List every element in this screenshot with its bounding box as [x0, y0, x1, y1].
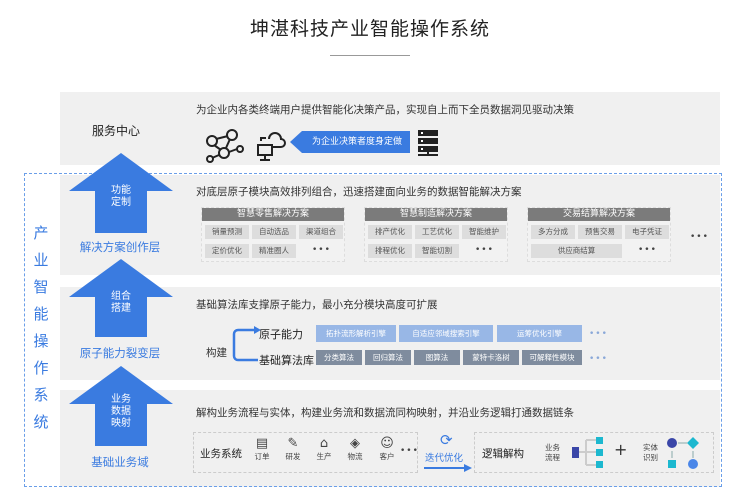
atomic-chip: 拓扑流形解析引擎 [316, 325, 396, 342]
logic-label: 逻辑解构 [482, 448, 524, 460]
os-boundary [24, 173, 722, 487]
more-biz: ••• [400, 446, 419, 456]
algorithm-chip: 图算法 [414, 350, 460, 365]
customer-icon: ☺ [380, 436, 394, 451]
solution-card-settlement: 交易结算解决方案 多方分成 预售交易 电子凭证 供应商结算 ••• [527, 207, 671, 262]
box-icon: ◈ [350, 436, 360, 451]
algorithm-chip: 回归算法 [365, 350, 411, 365]
refresh-icon: ⟳ [440, 431, 453, 449]
atomic-layer-label: 原子能力裂变层 [79, 346, 161, 360]
biz-items: ▤订单 ✎研发 ⌂生产 ◈物流 ☺客户 [251, 436, 411, 468]
build-bracket-arrow [232, 326, 261, 362]
base-panel [60, 390, 720, 487]
atomic-desc: 基础算法库支撑原子能力，最小充分模块高度可扩展 [196, 299, 438, 311]
server-icon [418, 130, 438, 156]
solution-layer-label: 解决方案创作层 [79, 240, 161, 254]
base-desc: 解构业务流程与实体，构建业务流和数据流同构映射，并沿业务逻辑打通数据链条 [196, 407, 574, 419]
algorithm-lib-label: 基础算法库 [259, 354, 314, 367]
iterate-label: 迭代优化 [425, 453, 464, 464]
network-people-icon [206, 129, 244, 163]
algorithm-chip: 蒙特卡洛树 [463, 350, 519, 365]
page-title: 坤湛科技产业智能操作系统 [249, 18, 490, 40]
arrow-data-mapping: 业务数据映射 [67, 366, 175, 446]
title-underline [330, 55, 410, 56]
build-label: 构建 [206, 347, 227, 359]
atomic-chip: 运筹优化引擎 [497, 325, 582, 342]
vertical-title: 产业智能操作系统 [33, 224, 49, 431]
entity-diagram-icon [667, 437, 699, 469]
more-solutions: ••• [690, 232, 709, 242]
solution-card-manufacturing: 智慧制造解决方案 排产优化 工艺优化 智能维护 排程优化 智能切割 ••• [364, 207, 508, 262]
atomic-chip: 自适应邻域搜索引擎 [399, 325, 493, 342]
logic-box [474, 432, 714, 473]
factory-icon: ⌂ [319, 436, 329, 451]
biz-system-label: 业务系统 [200, 448, 242, 460]
order-icon: ▤ [255, 436, 269, 451]
more-atomic: ••• [589, 329, 608, 339]
biz-system-box [193, 432, 418, 473]
algorithm-chip: 可解释性模块 [522, 350, 582, 365]
process-diagram-icon [572, 437, 603, 468]
tailored-tag: 为企业决策者度身定做 [290, 131, 410, 153]
solution-desc: 对底层原子模块高效排列组合，迅速搭建面向业务的数据智能解决方案 [196, 186, 522, 198]
atomic-capability-label: 原子能力 [259, 328, 303, 341]
service-center-desc: 为企业内各类终端用户提供智能化决策产品，实现自上而下全员数据洞见驱动决策 [196, 104, 574, 116]
plus-sign: + [614, 440, 628, 459]
base-layer-label: 基础业务域 [91, 455, 149, 469]
more-algorithms: ••• [589, 354, 608, 364]
algorithm-chip: 分类算法 [316, 350, 362, 365]
iterate-arrow [424, 464, 472, 472]
arrow-function-customize: 功能定制 [67, 153, 175, 233]
rd-icon: ✎ [287, 436, 299, 451]
service-center-label: 服务中心 [92, 124, 141, 138]
arrow-combine-build: 组合搭建 [67, 259, 175, 337]
solution-card-retail: 智慧零售解决方案 销量预测 自动选品 渠道组合 定价优化 精准圈人 ••• [201, 207, 345, 262]
cloud-computer-icon [257, 132, 286, 161]
